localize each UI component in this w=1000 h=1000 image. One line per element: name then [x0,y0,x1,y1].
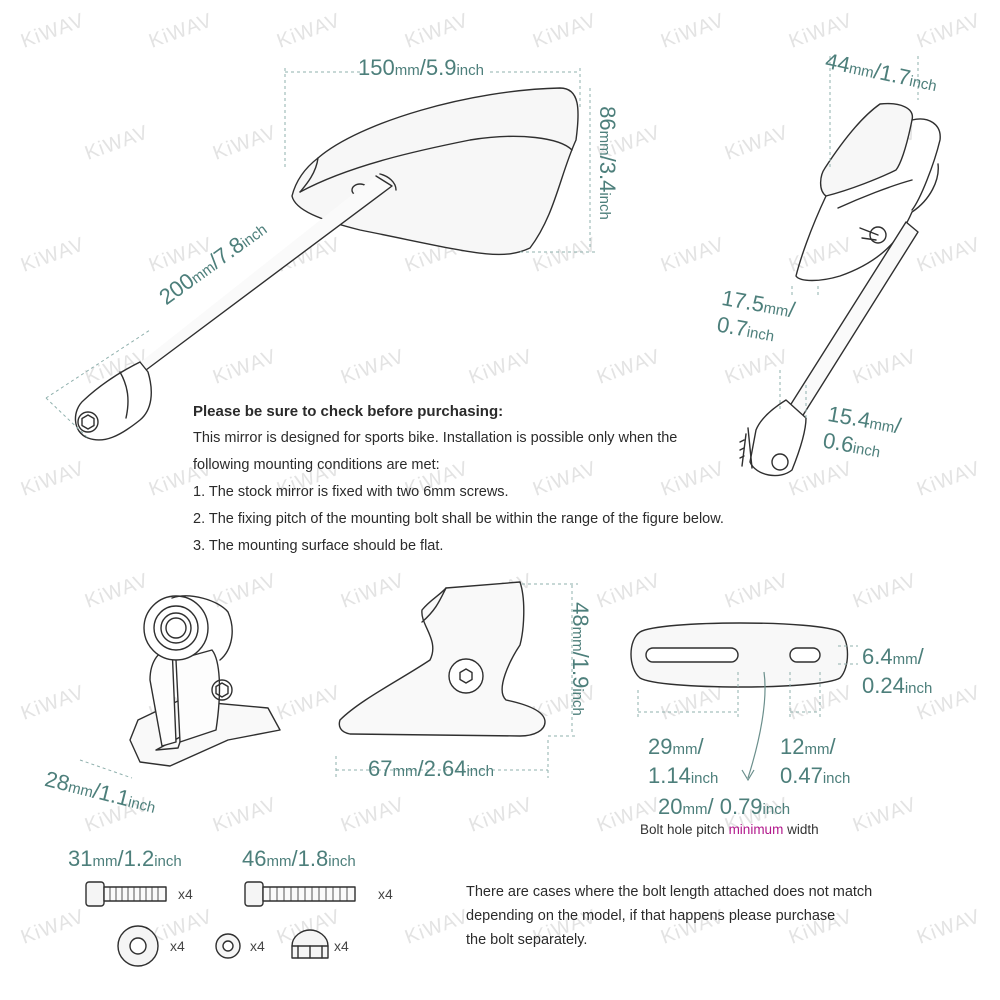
dim-value-mm: 6.4 [862,644,893,669]
dim-unit-mm: mm [596,130,613,156]
dim-unit-inch: inch [569,688,586,716]
dim-separator: / [419,55,426,80]
dim-unit-mm: mm [672,741,698,758]
dim-value-inch: 0.24 [862,673,905,698]
dim-unit-mm: mm [762,299,790,321]
dim-value-mm: 20 [658,794,683,819]
dim-unit-inch: inch [745,323,776,346]
notes-line: 2. The fixing pitch of the mounting bolt… [193,511,724,527]
slot-plate [630,622,849,688]
dim-value-inch: 2.64 [423,756,467,781]
dim-value-mm: 48 [568,602,593,627]
dim-mirror-width: 150mm/5.9inch [358,57,484,79]
caption-text: width [783,822,819,837]
purchase-notes: Please be sure to check before purchasin… [193,398,724,560]
qty-bolt-long: x4 [378,886,393,902]
dim-unit-inch: inch [328,853,356,870]
dim-unit-mm: mm [569,626,586,652]
dim-unit-mm: mm [92,853,118,870]
dim-value-mm: 31 [68,846,93,871]
dim-value-inch: 5.9 [425,55,457,80]
dim-separator: / [417,756,424,781]
dim-value-inch: 0.6 [821,427,856,458]
notes-line: following mounting conditions are met: [193,457,440,473]
bolt-note-line: There are cases where the bolt length at… [466,884,873,900]
dim-value-inch: 1.8 [297,846,329,871]
bolt-note-line: the bolt separately. [466,932,588,948]
dim-value-inch: 0.79 [719,794,763,819]
dim-unit-mm: mm [892,651,918,668]
notes-line: This mirror is designed for sports bike.… [193,430,678,446]
caption-highlight: minimum [728,822,784,837]
dim-separator: / [917,644,924,669]
dim-slot-length: 12mm/ 0.47inch [780,734,850,792]
dimension-lines [45,56,919,779]
dim-unit-inch: inch [596,192,613,220]
dim-value-inch: 1.14 [648,763,691,788]
dim-unit-inch: inch [154,853,182,870]
qty-nut: x4 [334,938,349,954]
dim-bolt-long: 46mm/1.8inch [242,848,356,870]
dim-value-inch: 1.2 [123,846,155,871]
mirror-side-view [739,102,941,477]
dim-separator: / [707,794,720,819]
dim-value-mm: 150 [358,55,395,80]
dim-min-pitch: 20mm/ 0.79inch [658,796,790,818]
dim-value-inch: 1.9 [568,657,593,689]
dim-value-inch: 0.7 [715,311,750,342]
mirror-front-view [74,87,579,441]
dim-slot-height: 6.4mm/ 0.24inch [862,644,932,702]
dim-unit-inch: inch [851,439,882,462]
hardware [85,881,356,967]
dim-unit-inch: inch [690,770,719,787]
notes-heading: Please be sure to check before purchasin… [193,403,504,420]
dim-unit-mm: mm [804,741,830,758]
dim-unit-inch: inch [456,62,484,79]
bracket-iso-view [129,595,281,767]
dim-bracket-width: 67mm/2.64inch [368,758,494,780]
caption-text: Bolt hole pitch [640,822,729,837]
dim-value-inch: 0.47 [780,763,823,788]
dim-separator: / [117,846,124,871]
notes-line: 1. The stock mirror is fixed with two 6m… [193,484,509,500]
qty-washer-large: x4 [170,938,185,954]
bolt-note-line: depending on the model, if that happens … [466,908,836,924]
qty-washer-small: x4 [250,938,265,954]
dim-unit-inch: inch [822,770,851,787]
dim-separator: / [829,734,836,759]
dim-value-mm: 86 [595,106,620,131]
dim-bolt-short: 31mm/1.2inch [68,848,182,870]
pitch-arrow [741,671,766,782]
dim-slot-span: 29mm/ 1.14inch [648,734,718,792]
dim-bracket-height: 48mm/1.9inch [568,569,593,749]
dim-unit-mm: mm [394,62,420,79]
pitch-caption: Bolt hole pitch minimum width [640,822,819,837]
dim-unit-mm: mm [392,763,418,780]
notes-line: 3. The mounting surface should be flat. [193,538,444,554]
dim-unit-inch: inch [762,801,791,818]
dim-value-mm: 29 [648,734,673,759]
dim-unit-inch: inch [466,763,494,780]
dim-value-mm: 12 [780,734,805,759]
qty-bolt-short: x4 [178,886,193,902]
dim-unit-mm: mm [266,853,292,870]
bolt-note: There are cases where the bolt length at… [466,880,872,952]
dim-separator: / [291,846,298,871]
dim-unit-mm: mm [682,801,708,818]
bracket-side-view [338,581,546,737]
dim-value-mm: 46 [242,846,267,871]
dim-value-mm: 67 [368,756,393,781]
dim-unit-inch: inch [904,680,933,697]
dim-value-inch: 3.4 [595,161,620,193]
dim-separator: / [697,734,704,759]
dim-unit-mm: mm [868,415,896,437]
dim-mirror-height: 86mm/3.4inch [595,68,620,258]
